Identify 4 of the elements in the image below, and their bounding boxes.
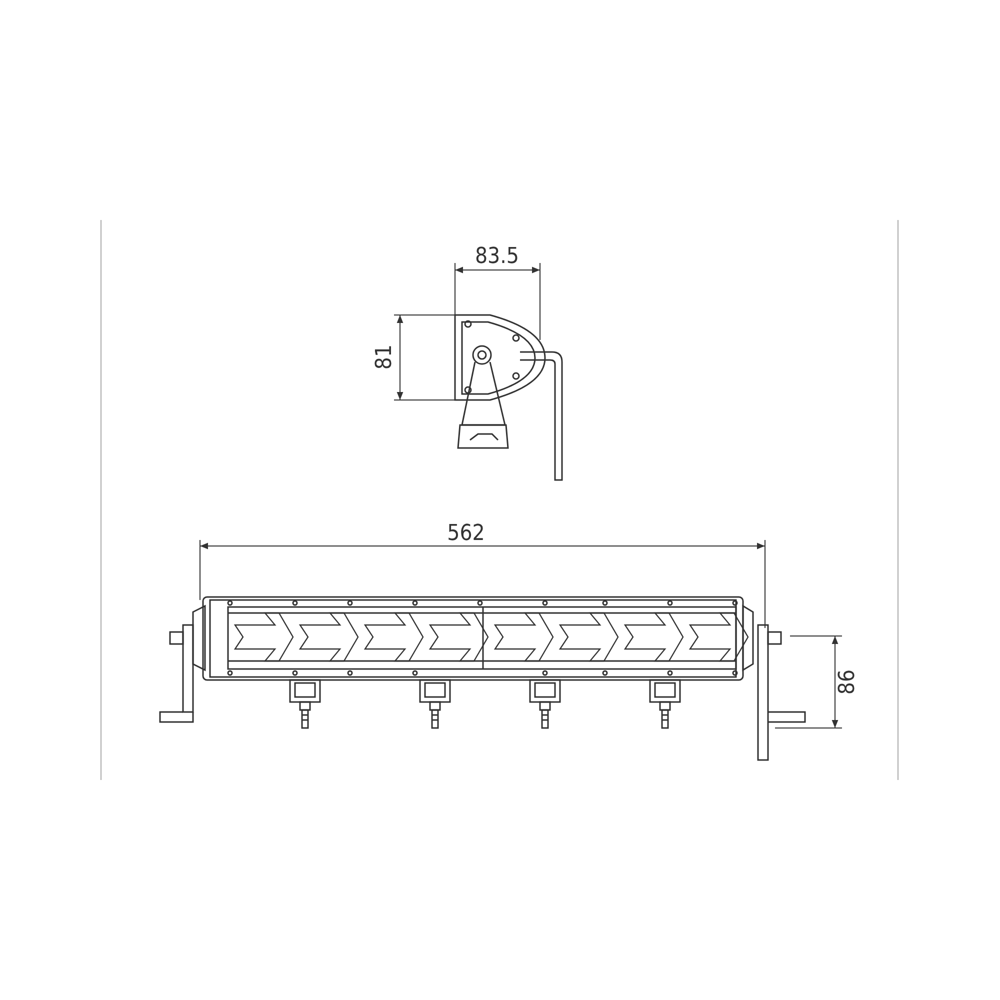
dimension-label: 562 — [447, 523, 485, 545]
dimension-label: 81 — [374, 344, 396, 370]
dimension-label: 86 — [837, 669, 859, 695]
dimension-label: 83.5 — [474, 246, 520, 268]
